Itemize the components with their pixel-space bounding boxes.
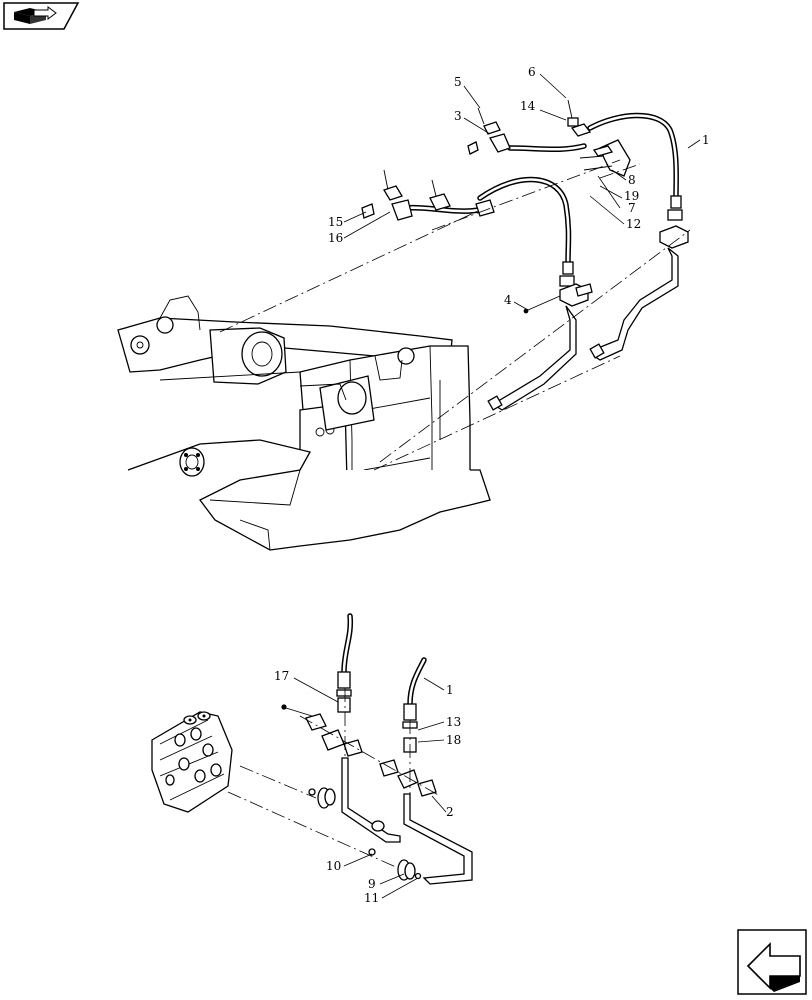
- callout-8: 8: [628, 173, 636, 187]
- callout-19: 19: [624, 189, 639, 203]
- callout-7: 7: [628, 201, 636, 215]
- callout-1-top: 1: [702, 133, 710, 147]
- port-fitting-lower: [397, 859, 422, 881]
- callout-1-bottom: 1: [446, 683, 454, 697]
- control-valve-body: [151, 711, 233, 813]
- callout-15: 15: [328, 215, 343, 229]
- axle-hub: [179, 447, 205, 477]
- callout-2: 2: [446, 805, 454, 819]
- port-fitting-upper: [317, 787, 336, 809]
- valve-hose-assembly: [281, 613, 473, 885]
- loader-frame-assembly: [117, 295, 491, 551]
- callout-17: 17: [274, 669, 289, 683]
- book-arrow-icon: [14, 6, 57, 24]
- top-left-nav-button[interactable]: [3, 2, 80, 30]
- centerlines-top: [219, 159, 691, 471]
- leader-lines: [293, 73, 701, 899]
- callout-labels: 1 5 3 6 14 8 19 7 12 15 16 4 17 1 13 18 …: [274, 65, 710, 905]
- callout-14: 14: [520, 99, 536, 113]
- top-hose-assembly: [361, 99, 689, 411]
- callout-12: 12: [626, 217, 641, 231]
- callout-16: 16: [328, 231, 343, 245]
- callout-3: 3: [454, 109, 462, 123]
- callout-6: 6: [528, 65, 536, 79]
- bottom-right-nav-button[interactable]: [737, 929, 807, 995]
- callout-4: 4: [504, 293, 512, 307]
- callout-13: 13: [446, 715, 461, 729]
- callout-18: 18: [446, 733, 461, 747]
- callout-9: 9: [368, 877, 376, 891]
- callout-11: 11: [364, 891, 379, 905]
- callout-10: 10: [326, 859, 341, 873]
- callout-5: 5: [454, 75, 462, 89]
- return-arrow-icon: [746, 942, 801, 992]
